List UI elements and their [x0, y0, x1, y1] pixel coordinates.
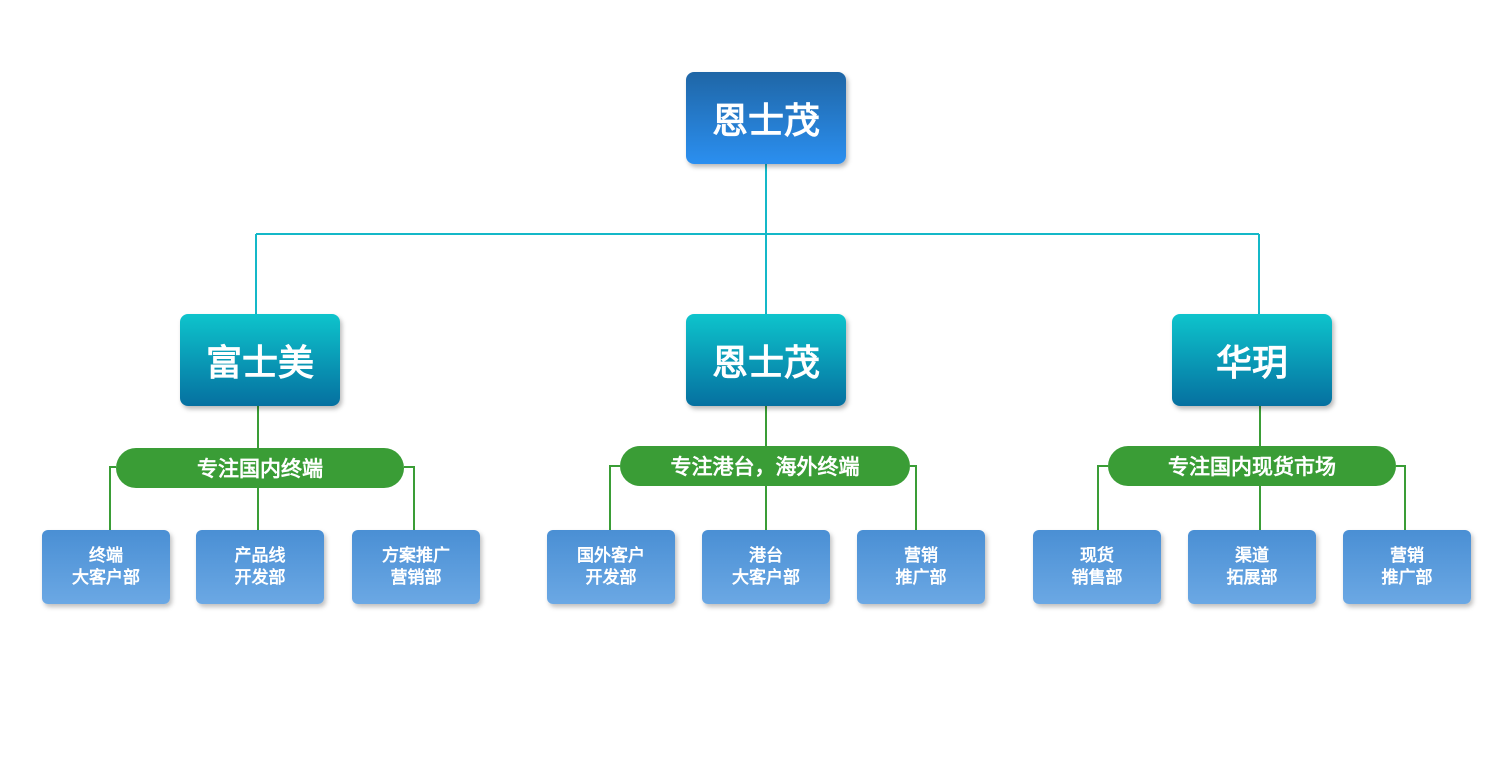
- focus-pill-1: 专注国内终端: [116, 448, 404, 488]
- department-line-2: 销售部: [1071, 568, 1123, 588]
- department-line-1: 营销: [904, 546, 938, 566]
- department-line-2: 营销部: [390, 568, 442, 588]
- pill-3-bracket-right: [1396, 465, 1406, 530]
- department-node: 港台 大客户部: [702, 530, 830, 604]
- department-line-2: 推广部: [895, 568, 947, 588]
- department-node: 国外客户 开发部: [547, 530, 675, 604]
- pill-1-bracket-right: [404, 466, 415, 530]
- root-label: 恩士茂: [711, 101, 820, 142]
- company-name: 富士美: [205, 343, 314, 384]
- department-line-1: 国外客户: [577, 546, 645, 566]
- department-node: 营销 推广部: [857, 530, 985, 604]
- focus-label: 专注港台，海外终端: [670, 455, 860, 479]
- company-node-1: 富士美: [180, 314, 340, 406]
- department-node: 方案推广 营销部: [352, 530, 480, 604]
- department-line-2: 开发部: [585, 568, 637, 588]
- department-line-2: 开发部: [234, 568, 286, 588]
- pill-3-bracket-left: [1097, 465, 1108, 530]
- root-node: 恩士茂: [686, 72, 846, 164]
- focus-pill-2: 专注港台，海外终端: [620, 446, 910, 486]
- focus-label: 专注国内现货市场: [1168, 455, 1336, 479]
- department-line-1: 产品线: [234, 546, 286, 566]
- department-line-2: 大客户部: [72, 568, 140, 588]
- company-name: 华玥: [1215, 343, 1288, 384]
- department-node: 产品线 开发部: [196, 530, 324, 604]
- department-line-1: 现货: [1080, 546, 1114, 566]
- pill-2-bracket-left: [609, 465, 620, 530]
- department-line-1: 渠道: [1235, 546, 1269, 566]
- department-node: 终端 大客户部: [42, 530, 170, 604]
- pill-2-bracket-right: [910, 465, 917, 530]
- department-line-2: 大客户部: [732, 568, 800, 588]
- focus-label: 专注国内终端: [197, 457, 323, 481]
- company-node-3: 华玥: [1172, 314, 1332, 406]
- department-node: 营销 推广部: [1343, 530, 1471, 604]
- department-line-1: 终端: [89, 546, 123, 566]
- department-line-2: 拓展部: [1226, 568, 1278, 588]
- department-node: 渠道 拓展部: [1188, 530, 1316, 604]
- department-line-1: 港台: [749, 546, 783, 566]
- department-line-1: 营销: [1390, 546, 1424, 566]
- department-line-2: 推广部: [1381, 568, 1433, 588]
- company-name: 恩士茂: [711, 343, 820, 384]
- focus-pill-3: 专注国内现货市场: [1108, 446, 1396, 486]
- company-node-2: 恩士茂: [686, 314, 846, 406]
- pill-1-bracket-left: [109, 466, 116, 530]
- department-node: 现货 销售部: [1033, 530, 1161, 604]
- department-line-1: 方案推广: [382, 546, 450, 566]
